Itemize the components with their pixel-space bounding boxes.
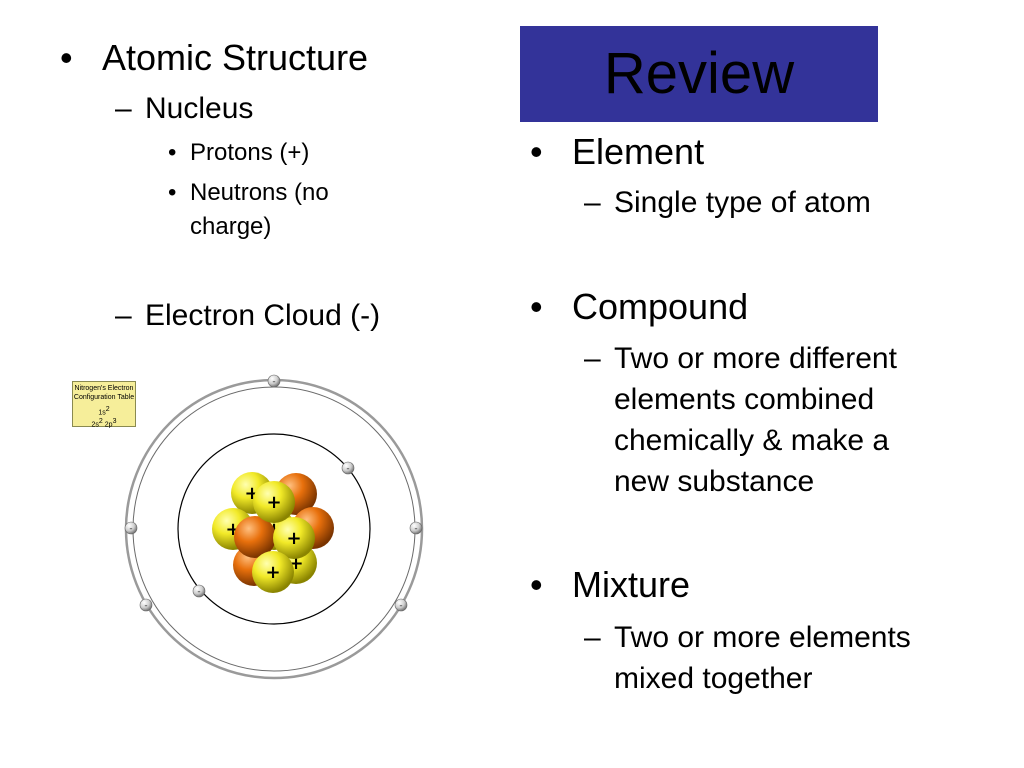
compound-def-line: chemically & make a (614, 424, 890, 457)
inner-orbit-ring (177, 433, 371, 625)
electron-config-table: Nitrogen's Electron Configuration Table … (72, 381, 136, 429)
bullet-marker: • (530, 286, 543, 327)
dash-marker: – (115, 299, 132, 332)
bullet-marker: • (168, 139, 177, 166)
electron (341, 461, 355, 475)
proton (252, 551, 294, 593)
electron (139, 598, 153, 612)
sub-sub-bullet-protons: • Protons (+) (168, 136, 309, 170)
sub-bullet-electron-cloud: – Electron Cloud (-) (115, 295, 380, 336)
proton-sign: + (286, 528, 301, 549)
title-box: Review (520, 26, 878, 122)
neutrons-text-line1: Neutrons (no (190, 179, 329, 206)
electron-sign: - (399, 601, 402, 611)
atomic-structure-text: Atomic Structure (102, 37, 369, 78)
element-def-text: Single type of atom (614, 186, 871, 219)
orbital-1s-count: 2 (105, 406, 110, 413)
config-title-1: Nitrogen's Electron (74, 385, 134, 392)
compound-def-line: Two or more different (614, 342, 897, 375)
electron (409, 521, 423, 535)
sub-bullet-element-def: – Single type of atom (584, 182, 871, 223)
proton (253, 481, 295, 523)
nucleus-text: Nucleus (145, 92, 254, 125)
sub-sub-bullet-neutrons: • Neutrons (no charge) (168, 176, 329, 244)
electron (124, 521, 138, 535)
orbital-2s: 2s (91, 421, 99, 429)
orbital-2p-count: 3 (112, 418, 117, 426)
dash-marker: – (584, 186, 601, 219)
proton-sign: + (266, 492, 281, 513)
compound-text: Compound (572, 286, 749, 327)
electron-sign: - (272, 377, 275, 387)
config-orbital-2: 2s2 2p3 (73, 417, 135, 429)
bullet-marker: • (168, 179, 177, 206)
nitrogen-atom-diagram: +++++++ - - - - - - - (124, 374, 424, 680)
compound-def-line: new substance (614, 465, 815, 498)
orbital-2s-count: 2 (98, 418, 103, 426)
orbital-2p: 2p (104, 421, 113, 429)
electron-sign: - (346, 464, 349, 474)
proton-sign: + (265, 562, 280, 583)
dash-marker: – (584, 621, 601, 654)
bullet-atomic-structure: • Atomic Structure (60, 37, 368, 78)
bullet-marker: • (60, 37, 73, 78)
sub-bullet-compound-def: – Two or more different elements combine… (584, 338, 897, 502)
electrons: - - - - - - - (124, 374, 423, 612)
compound-def-line: elements combined (614, 383, 875, 416)
mixture-def-line: Two or more elements (614, 621, 911, 654)
config-title-2: Configuration Table (73, 394, 135, 401)
electron (192, 584, 206, 598)
bullet-mixture: • Mixture (530, 564, 690, 605)
electron-cloud-text: Electron Cloud (-) (145, 299, 381, 332)
sub-bullet-nucleus: – Nucleus (115, 88, 253, 129)
bullet-marker: • (530, 131, 543, 172)
electron (394, 598, 408, 612)
dash-marker: – (115, 92, 132, 125)
bullet-element: • Element (530, 131, 704, 172)
electron-sign: - (144, 601, 147, 611)
orbital-1s: 1s (98, 409, 106, 417)
nucleus: +++++++ (212, 472, 334, 593)
bullet-marker: • (530, 564, 543, 605)
proton (273, 517, 315, 559)
element-text: Element (572, 131, 705, 172)
electron-sign: - (414, 524, 417, 534)
neutrons-text-line2: charge) (190, 213, 272, 240)
mixture-text: Mixture (572, 564, 691, 605)
electron-sign: - (129, 524, 132, 534)
sub-bullet-mixture-def: – Two or more elements mixed together (584, 617, 911, 699)
slide-title: Review (603, 41, 795, 106)
bullet-compound: • Compound (530, 286, 748, 327)
dash-marker: – (584, 342, 601, 375)
config-orbital-1: 1s2 (73, 402, 135, 417)
mixture-def-line: mixed together (614, 662, 813, 695)
protons-text: Protons (+) (190, 139, 310, 166)
neutron (234, 516, 276, 558)
electron-sign: - (197, 587, 200, 597)
electron (267, 374, 281, 388)
